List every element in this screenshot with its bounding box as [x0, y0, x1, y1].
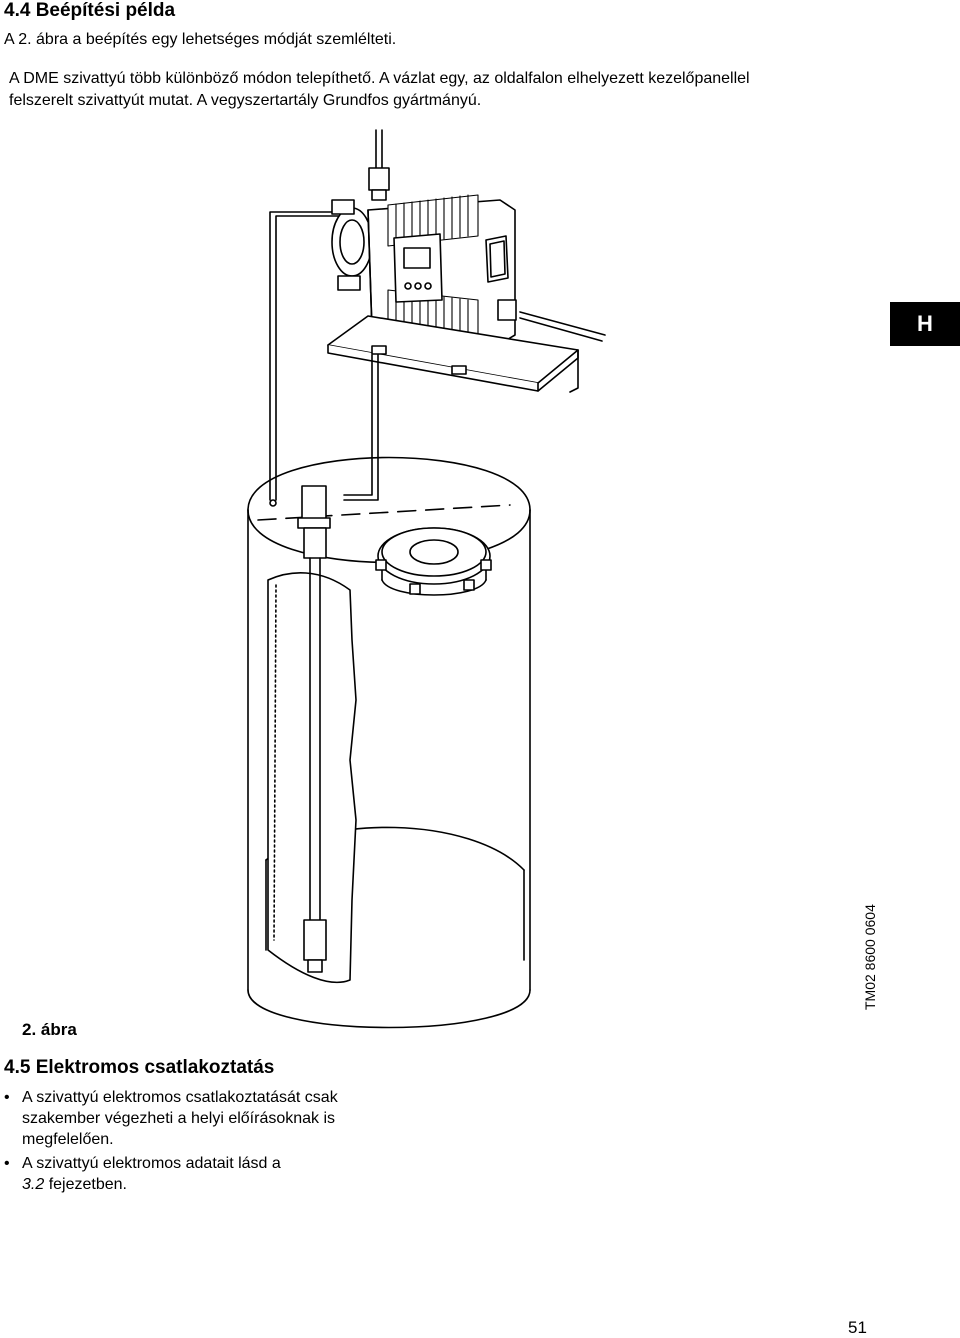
description-line-1: A DME szivattyú több különböző módon tel…	[9, 70, 750, 87]
description-line-2: felszerelt szivattyút mutat. A vegyszert…	[9, 92, 482, 109]
section-heading-4-5: 4.5 Elektromos csatlakoztatás	[4, 1057, 275, 1078]
bullet-1-line-3: megfelelően.	[22, 1131, 114, 1148]
list-item: • A szivattyú elektromos csatlakoztatásá…	[0, 1087, 430, 1150]
figure-caption: 2. ábra	[22, 1020, 77, 1039]
language-tab: H	[890, 302, 960, 346]
bullet-1-line-1: A szivattyú elektromos csatlakoztatását …	[22, 1089, 338, 1106]
bullet-icon: •	[4, 1089, 10, 1106]
figure-code: TM02 8600 0604	[862, 904, 878, 1010]
intro-paragraph: A 2. ábra a beépítés egy lehetséges módj…	[4, 31, 397, 48]
page-number: 51	[848, 1318, 867, 1337]
chapter-reference: 3.2	[22, 1176, 45, 1193]
bullet-list: • A szivattyú elektromos csatlakoztatásá…	[0, 1087, 430, 1198]
bullet-1-line-2: szakember végezheti a helyi előírásoknak…	[22, 1110, 336, 1127]
list-item: • A szivattyú elektromos adatait lásd a …	[0, 1153, 430, 1195]
bullet-2-line-2: fejezetben.	[44, 1176, 127, 1193]
bullet-2-line-1: A szivattyú elektromos adatait lásd a	[22, 1155, 281, 1172]
bullet-icon: •	[4, 1155, 10, 1172]
section-heading-4-4: 4.4 Beépítési példa	[4, 0, 176, 21]
